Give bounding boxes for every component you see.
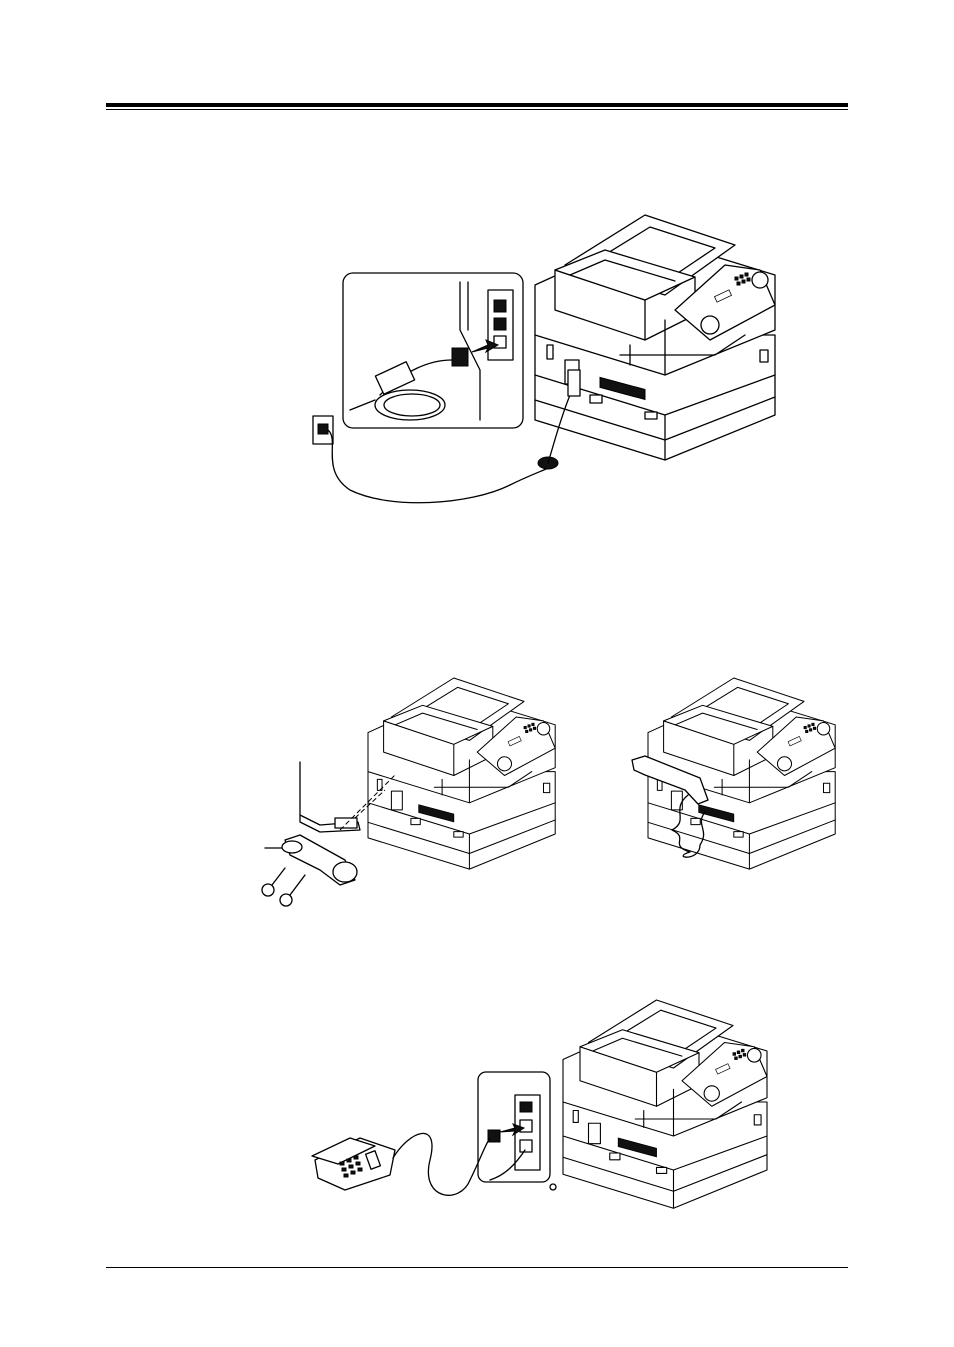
fax-phone-line-figure — [313, 215, 775, 503]
handset-cradle-install-figure — [262, 678, 555, 906]
external-telephone-figure — [312, 1000, 767, 1208]
footer-rule — [106, 1267, 848, 1268]
handset-installed-figure — [632, 678, 835, 869]
